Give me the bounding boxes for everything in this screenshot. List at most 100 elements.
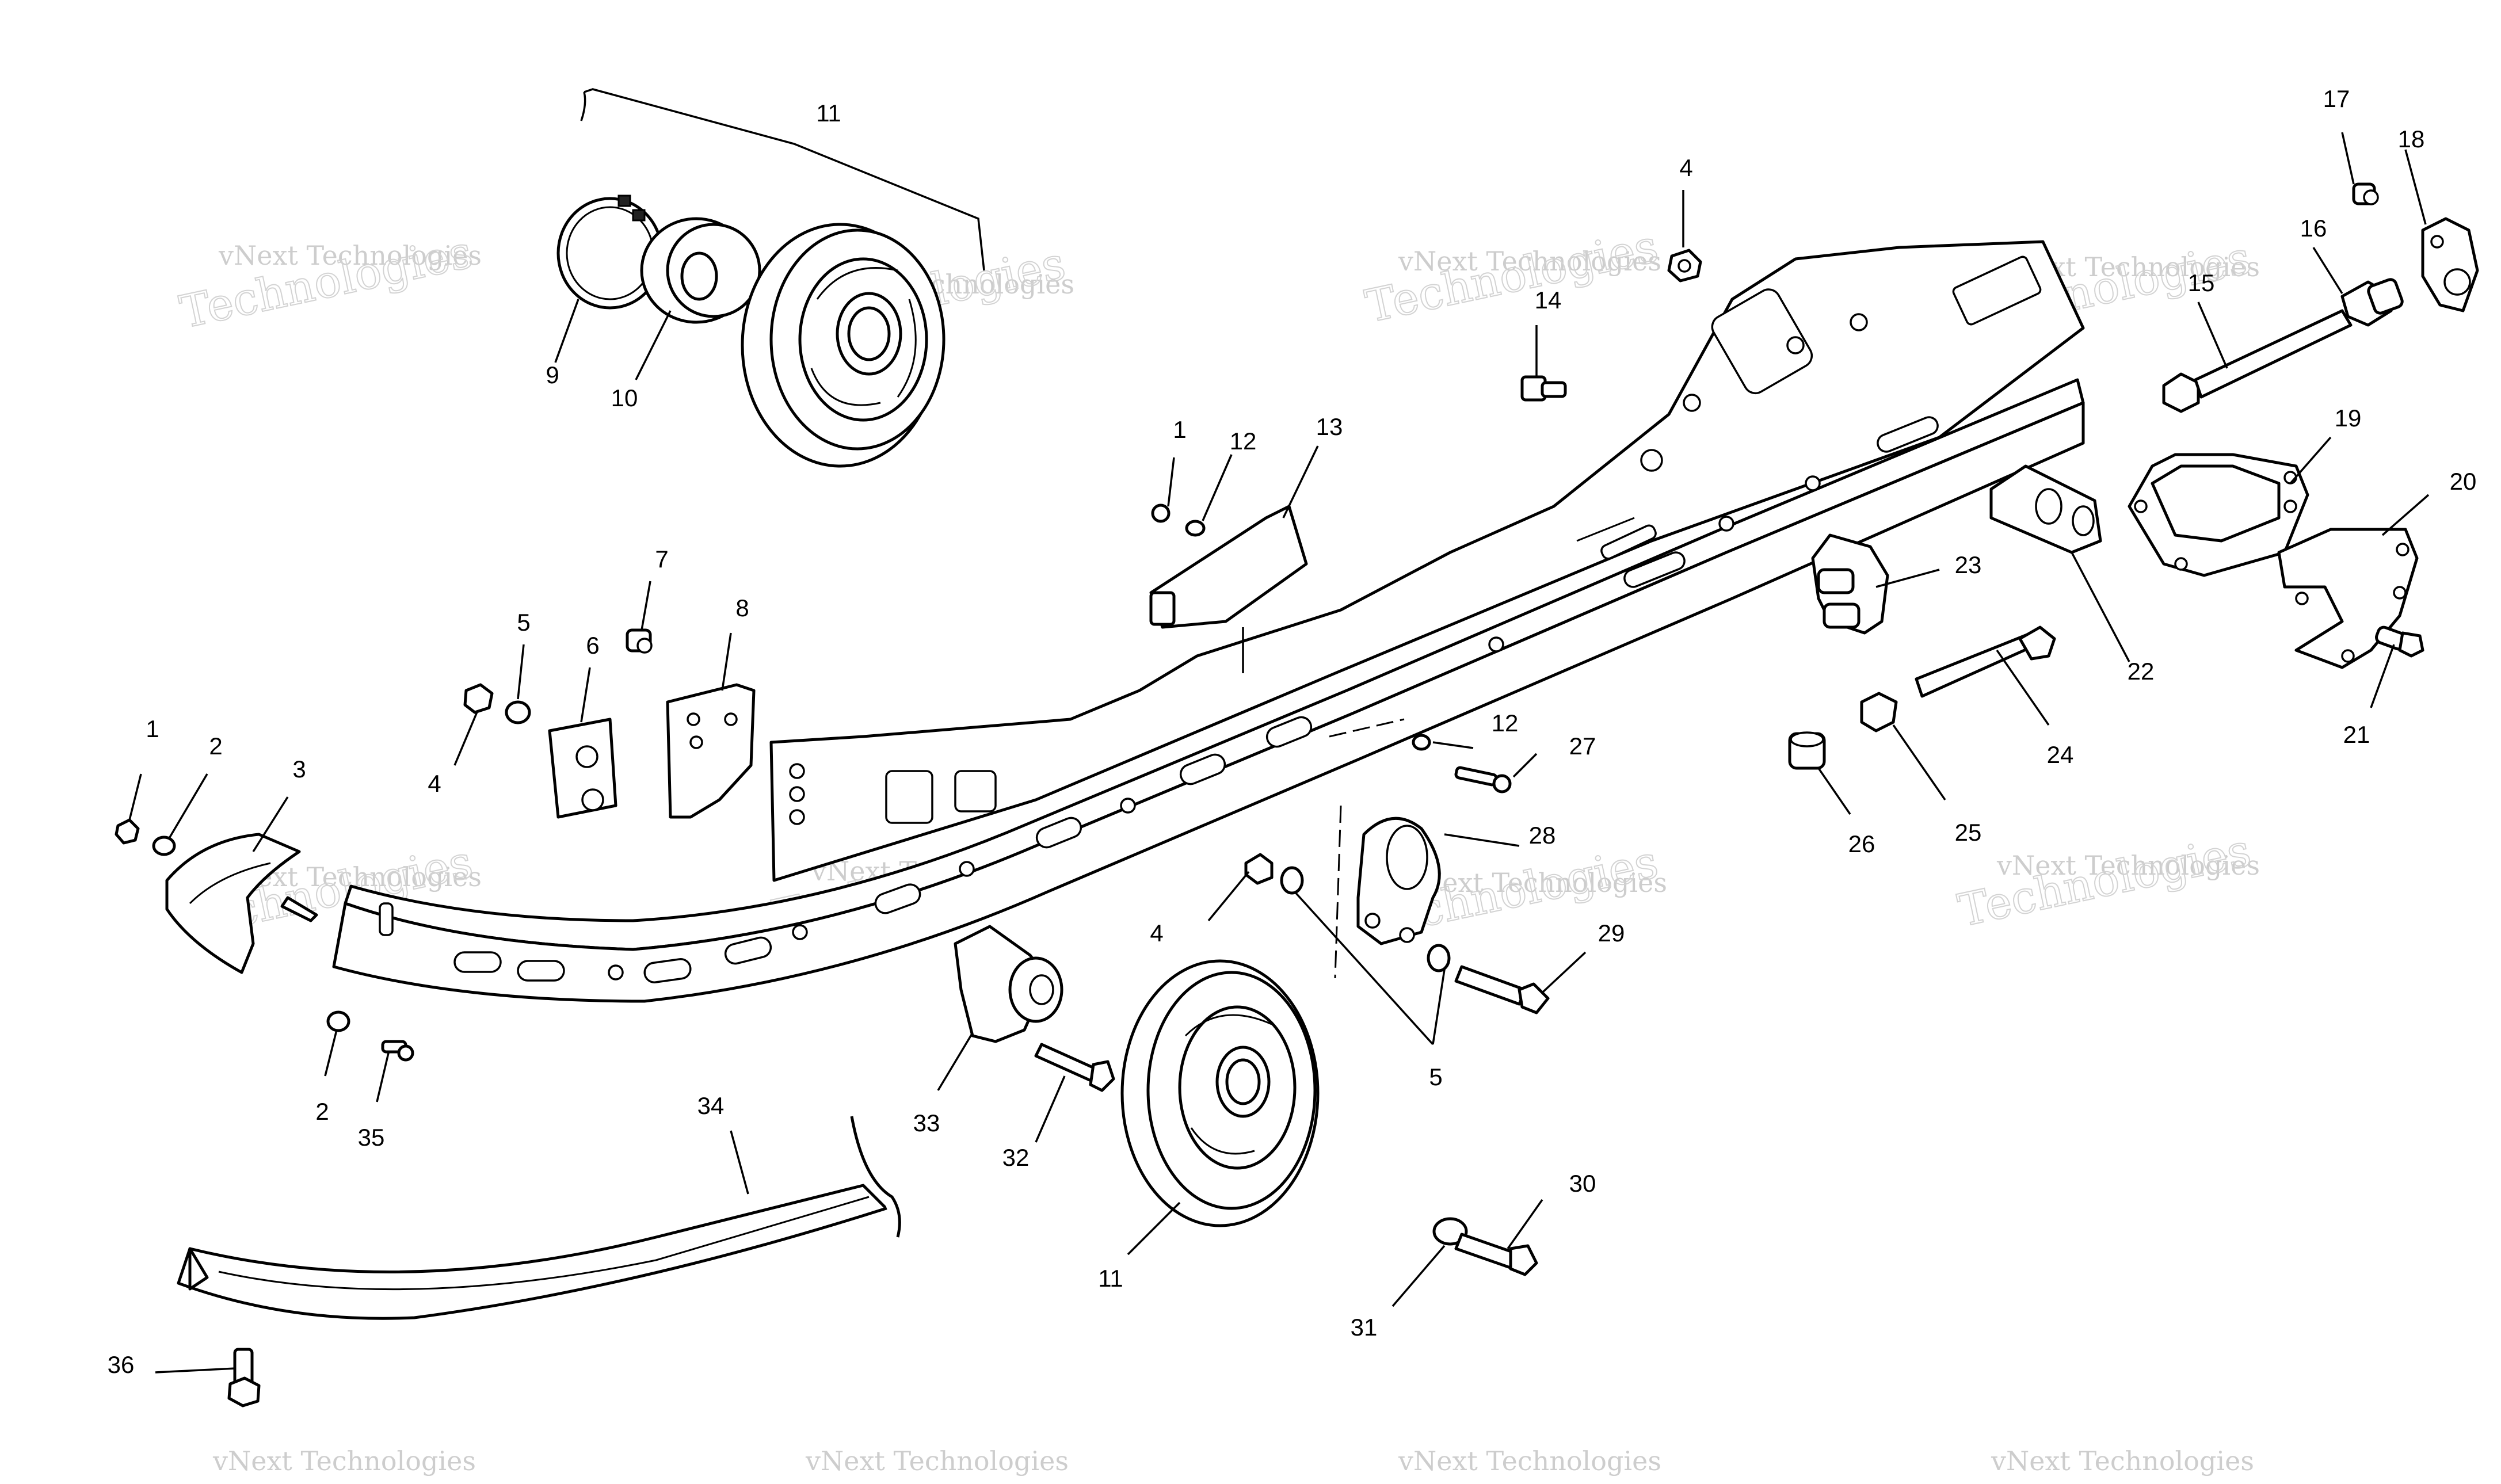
washer-2-low bbox=[326, 1010, 350, 1032]
watermark-top-left: vNext Technologies Technologies bbox=[175, 226, 482, 339]
washer-12-low bbox=[1412, 734, 1431, 751]
washers-5-low bbox=[1280, 866, 1451, 972]
bracket-33 bbox=[954, 925, 1063, 1043]
callout-12-mid: 12 bbox=[1230, 428, 1257, 455]
callout-6: 6 bbox=[586, 632, 599, 659]
bolt-35 bbox=[381, 1040, 414, 1062]
callout-14: 14 bbox=[1535, 287, 1562, 314]
washer-31 bbox=[1432, 1217, 1468, 1246]
block-22 bbox=[1989, 464, 2102, 554]
callout-20: 20 bbox=[2450, 468, 2477, 495]
watermark-mid-right: vNext Technologies Technologies bbox=[1953, 824, 2260, 937]
callout-27: 27 bbox=[1569, 733, 1596, 760]
callout-1-left: 1 bbox=[146, 715, 159, 742]
callout-34: 34 bbox=[697, 1092, 725, 1119]
callout-22: 22 bbox=[2128, 658, 2155, 685]
callout-13: 13 bbox=[1316, 413, 1343, 440]
plate-8 bbox=[666, 683, 756, 819]
callout-24: 24 bbox=[2047, 741, 2074, 768]
callout-25: 25 bbox=[1955, 819, 1982, 846]
callout-29: 29 bbox=[1598, 920, 1625, 947]
svg-text:vNext Technologies: vNext Technologies bbox=[1991, 1445, 2254, 1477]
watermark-bottom-left: vNext Technologies bbox=[212, 1445, 476, 1477]
bolt-36 bbox=[227, 1348, 261, 1407]
washer-12-mid bbox=[1185, 520, 1206, 537]
callout-15: 15 bbox=[2188, 269, 2215, 296]
nut-17 bbox=[2352, 182, 2379, 205]
callout-11-low: 11 bbox=[1098, 1265, 1123, 1292]
nut-1-mid bbox=[1151, 503, 1171, 523]
bolt-15 bbox=[2162, 309, 2353, 413]
bolt-21 bbox=[2375, 625, 2424, 658]
wear-strip bbox=[177, 1116, 901, 1320]
svg-text:vNext Technologies: vNext Technologies bbox=[1404, 867, 1667, 898]
watermark-bottom-mid: vNext Technologies bbox=[1398, 1445, 1661, 1477]
callout-30: 30 bbox=[1569, 1170, 1596, 1197]
watermark-bottom-center: vNext Technologies bbox=[805, 1445, 1069, 1477]
bracket-18 bbox=[2421, 217, 2479, 312]
svg-text:vNext Technologies: vNext Technologies bbox=[212, 1445, 476, 1477]
bolt-32 bbox=[1034, 1043, 1115, 1092]
svg-text:vNext Technologies: vNext Technologies bbox=[218, 240, 482, 271]
svg-text:vNext Technologies: vNext Technologies bbox=[1996, 850, 2260, 881]
callout-23: 23 bbox=[1955, 551, 1982, 578]
watermark-top-mid: vNext Technologies Technologies bbox=[1360, 220, 1663, 333]
callout-12-low: 12 bbox=[1492, 709, 1519, 737]
nut-1-left bbox=[115, 818, 140, 845]
callout-35: 35 bbox=[358, 1124, 385, 1151]
slide-rail bbox=[332, 378, 2085, 1003]
nut-25 bbox=[1860, 692, 1898, 733]
bolt-30 bbox=[1454, 1233, 1538, 1276]
block-13 bbox=[1149, 505, 1308, 629]
nut-4-top bbox=[1667, 249, 1702, 283]
centerline-b bbox=[1329, 718, 1405, 738]
callout-10: 10 bbox=[611, 384, 638, 411]
svg-text:vNext Technologies: vNext Technologies bbox=[805, 1445, 1069, 1477]
callout-11-top: 11 bbox=[816, 100, 841, 127]
leader-lines bbox=[128, 132, 2430, 1374]
block-6 bbox=[548, 718, 617, 819]
bumper-3 bbox=[165, 833, 318, 974]
callout-2-low: 2 bbox=[315, 1098, 329, 1125]
callout-8: 8 bbox=[735, 594, 749, 621]
main-rail-frame bbox=[769, 240, 2085, 882]
bracket-11-top bbox=[584, 88, 985, 271]
bushing-26 bbox=[1788, 731, 1826, 770]
washer-5-left bbox=[505, 700, 531, 724]
bearing-10 bbox=[640, 217, 761, 324]
callout-3: 3 bbox=[292, 756, 306, 783]
svg-text:Technologies: Technologies bbox=[1954, 825, 2255, 937]
callout-7: 7 bbox=[655, 545, 668, 573]
callout-36: 36 bbox=[108, 1351, 135, 1378]
callout-5-low: 5 bbox=[1429, 1063, 1442, 1090]
callout-17: 17 bbox=[2323, 85, 2350, 112]
svg-text:vNext Technologies: vNext Technologies bbox=[1398, 1445, 1661, 1477]
callout-labels: 11 9 10 4 14 17 18 16 15 19 20 1 12 13 2… bbox=[108, 85, 2477, 1378]
callout-16: 16 bbox=[2300, 215, 2327, 242]
callout-28: 28 bbox=[1529, 822, 1556, 849]
callout-1-mid: 1 bbox=[1173, 416, 1186, 443]
callout-2-left: 2 bbox=[209, 733, 222, 760]
callout-33: 33 bbox=[913, 1109, 940, 1136]
block-23 bbox=[1811, 533, 1889, 635]
bolt-27 bbox=[1454, 766, 1512, 793]
svg-text:vNext Technologies: vNext Technologies bbox=[1398, 246, 1661, 277]
callout-21: 21 bbox=[2343, 721, 2370, 748]
svg-text:Technologies: Technologies bbox=[1361, 220, 1663, 333]
bolt-24 bbox=[1915, 625, 2056, 698]
nut-4-left bbox=[463, 683, 494, 714]
callout-31: 31 bbox=[1351, 1314, 1378, 1341]
bracket-19 bbox=[2128, 453, 2309, 577]
callout-9: 9 bbox=[546, 361, 559, 388]
bolt-14 bbox=[1520, 375, 1567, 402]
callout-32: 32 bbox=[1002, 1144, 1030, 1171]
idler-wheel-11-low bbox=[1120, 959, 1320, 1227]
callout-18: 18 bbox=[2398, 125, 2425, 152]
watermark-bottom-right: vNext Technologies bbox=[1991, 1445, 2254, 1477]
clamp-28 bbox=[1356, 817, 1441, 945]
callout-19: 19 bbox=[2335, 405, 2362, 432]
callout-4-low: 4 bbox=[1150, 920, 1163, 947]
centerline-a bbox=[1334, 805, 1342, 979]
callout-4-top: 4 bbox=[1679, 154, 1692, 181]
